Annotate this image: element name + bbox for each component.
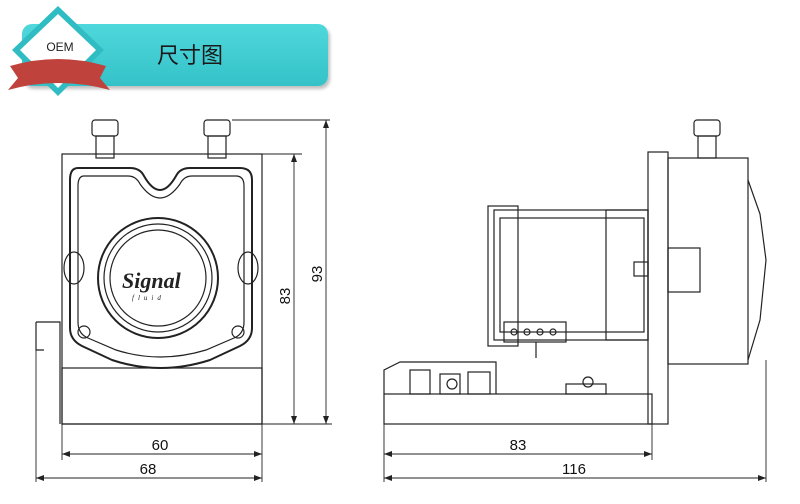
- front-view: [35, 119, 263, 425]
- badge-ribbon: [8, 59, 110, 90]
- front-hole-right: [231, 325, 245, 339]
- badge-diamond-inner: [20, 14, 96, 88]
- logo-sub: fluid: [132, 294, 165, 302]
- side-screw-block: [565, 383, 607, 395]
- banner-title: 尺寸图: [157, 44, 224, 69]
- side-pump-head-curve: [747, 179, 767, 361]
- front-hole-left: [77, 325, 91, 339]
- front-bracket-lip: [35, 322, 44, 351]
- side-pump-head: [667, 157, 749, 365]
- front-rotor-inner: [103, 223, 213, 333]
- side-shaft-housing: [667, 247, 701, 293]
- logo-brand: Signal: [122, 268, 182, 293]
- side-view: [383, 119, 767, 425]
- front-mount-plate: [61, 367, 263, 425]
- front-rotor-core: [109, 229, 207, 327]
- dim-label-side-116: 116: [562, 461, 586, 478]
- dim-label-front-83: 83: [277, 288, 294, 305]
- front-ear-left: [63, 251, 85, 285]
- front-tube-left: [95, 135, 115, 159]
- side-dimensions: [383, 360, 767, 482]
- oem-badge: [8, 6, 110, 96]
- side-base-plate: [383, 393, 653, 425]
- front-bracket: [36, 321, 61, 424]
- side-motor: [493, 209, 649, 341]
- front-dimensions: [35, 119, 332, 482]
- arrowheads: [36, 120, 766, 481]
- badge-label: OEM: [46, 40, 74, 54]
- front-tube-left-tip: [91, 119, 119, 137]
- front-tube-right: [207, 135, 227, 159]
- side-driver-board: [383, 361, 497, 394]
- side-motor-cap: [487, 205, 519, 347]
- dim-label-front-68: 68: [140, 461, 157, 478]
- dim-label-side-83: 83: [510, 437, 527, 454]
- front-pump-head-outer: [69, 167, 253, 369]
- front-pump-head-inner: [77, 175, 245, 358]
- front-rotor-outer: [97, 217, 219, 339]
- front-ear-right: [237, 251, 259, 285]
- side-tube: [697, 135, 717, 159]
- side-terminal: [503, 321, 567, 343]
- side-component-3: [467, 371, 491, 395]
- dim-label-front-60: 60: [152, 437, 169, 454]
- side-motor-flange: [605, 209, 649, 341]
- side-component-1: [409, 369, 431, 395]
- front-tube-right-tip: [203, 119, 231, 137]
- side-tube-tip: [693, 119, 721, 137]
- dim-label-front-93: 93: [309, 266, 326, 283]
- side-knob: [633, 261, 649, 277]
- side-component-2: [439, 373, 461, 395]
- side-plate: [647, 151, 669, 425]
- side-motor-inner: [499, 217, 645, 333]
